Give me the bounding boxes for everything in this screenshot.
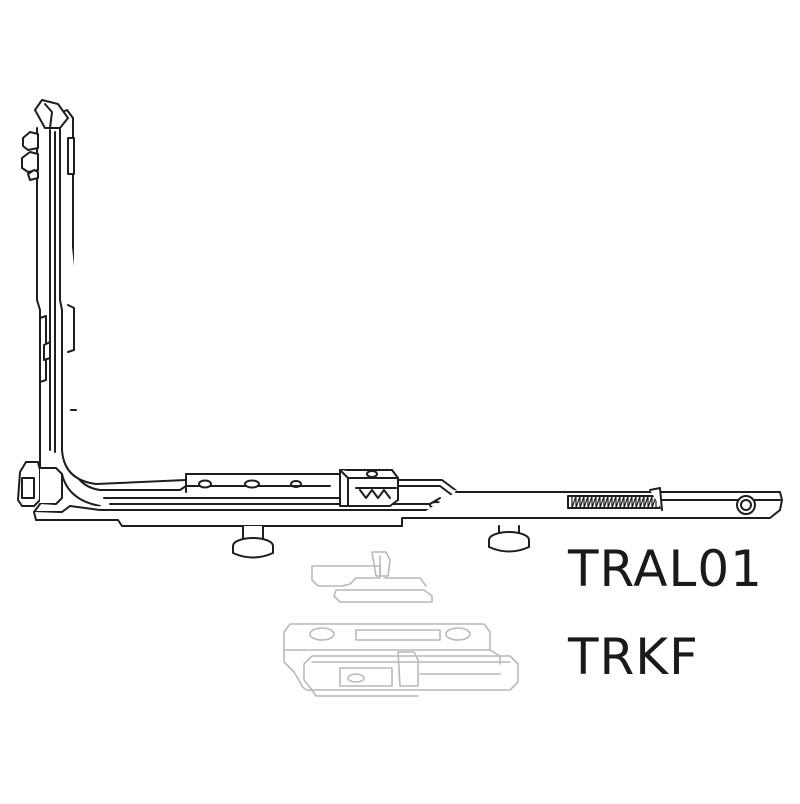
bearing-plate: [284, 624, 518, 696]
stay-bearing-part: [284, 552, 518, 696]
product-code-tral01[interactable]: TRAL01: [568, 540, 763, 598]
product-code-trkf[interactable]: TRKF: [568, 628, 699, 686]
mounting-pin-left: [233, 526, 273, 558]
horizontal-arm: [96, 470, 782, 526]
corner-drive-part: [18, 100, 782, 558]
vertical-arm: [22, 100, 100, 490]
mounting-pin-right: [489, 526, 529, 552]
clip-piece: [312, 552, 432, 602]
